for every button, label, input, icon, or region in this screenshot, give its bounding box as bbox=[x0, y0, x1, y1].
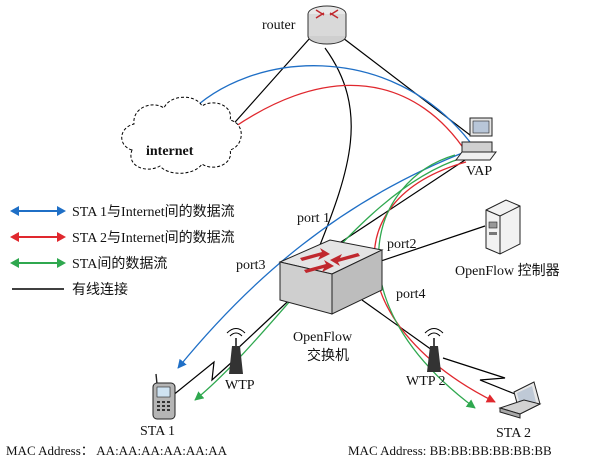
switch-label-line1: OpenFlow bbox=[293, 330, 353, 345]
router-icon bbox=[307, 5, 347, 45]
flow-sta2-internet bbox=[209, 84, 496, 403]
wtp2-antenna-icon bbox=[424, 328, 444, 372]
legend-item-sta2-internet: STA 2与Internet间的数据流 bbox=[10, 228, 235, 246]
sta2-label: STA 2 bbox=[496, 426, 532, 441]
legend-label: STA 2与Internet间的数据流 bbox=[72, 231, 235, 246]
legend-black-line-icon bbox=[12, 288, 64, 290]
sta1-label: STA 1 bbox=[140, 424, 176, 439]
wire-switch-wtp2 bbox=[361, 299, 433, 351]
router-label: router bbox=[262, 18, 296, 33]
flow-red-vap-internet bbox=[209, 84, 469, 156]
flow-green-vap-sta2 bbox=[378, 154, 476, 409]
legend-blue-double-arrow-icon bbox=[10, 206, 66, 216]
wireless-wtp2-sta2 bbox=[442, 357, 516, 395]
sta1-phone-icon bbox=[152, 373, 176, 420]
legend-green-double-arrow-icon bbox=[10, 258, 66, 268]
legend-item-wired: 有线连接 bbox=[10, 280, 128, 298]
sta1-mac-address: MAC Address： AA:AA:AA:AA:AA:AA bbox=[6, 443, 228, 458]
internet-label: internet bbox=[146, 144, 194, 159]
vap-label: VAP bbox=[466, 164, 493, 179]
vap-computer-icon bbox=[455, 117, 497, 161]
wtp1-label: WTP bbox=[225, 378, 255, 393]
wire-router-switch bbox=[317, 47, 352, 251]
port2-label: port2 bbox=[387, 237, 417, 252]
switch-label-line2: 交换机 bbox=[307, 349, 349, 364]
sta2-laptop-icon bbox=[498, 381, 542, 419]
legend-label: STA 1与Internet间的数据流 bbox=[72, 205, 235, 220]
port3-label: port3 bbox=[236, 258, 266, 273]
controller-server-icon bbox=[485, 199, 521, 255]
port1-label: port 1 bbox=[297, 211, 331, 226]
flow-blue-vap-internet bbox=[186, 65, 471, 143]
legend-item-sta1-internet: STA 1与Internet间的数据流 bbox=[10, 202, 235, 220]
legend-label: 有线连接 bbox=[72, 283, 128, 298]
legend-label: STA间的数据流 bbox=[72, 257, 168, 272]
legend-item-sta-sta: STA间的数据流 bbox=[10, 254, 167, 272]
wire-vap-switch bbox=[337, 159, 466, 245]
openflow-switch-icon bbox=[278, 239, 384, 315]
wire-switch-controller bbox=[371, 225, 486, 265]
sta2-mac-address: MAC Address: BB:BB:BB:BB:BB:BB bbox=[348, 443, 552, 458]
internet-cloud-icon bbox=[121, 96, 242, 174]
controller-label: OpenFlow 控制器 bbox=[455, 264, 560, 279]
wtp2-label: WTP 2 bbox=[406, 374, 446, 389]
wireless-wtp1-sta1 bbox=[171, 360, 233, 397]
legend-red-double-arrow-icon bbox=[10, 232, 66, 242]
wireless-links bbox=[171, 357, 516, 397]
port4-label: port4 bbox=[396, 287, 426, 302]
wtp1-antenna-icon bbox=[226, 328, 246, 374]
